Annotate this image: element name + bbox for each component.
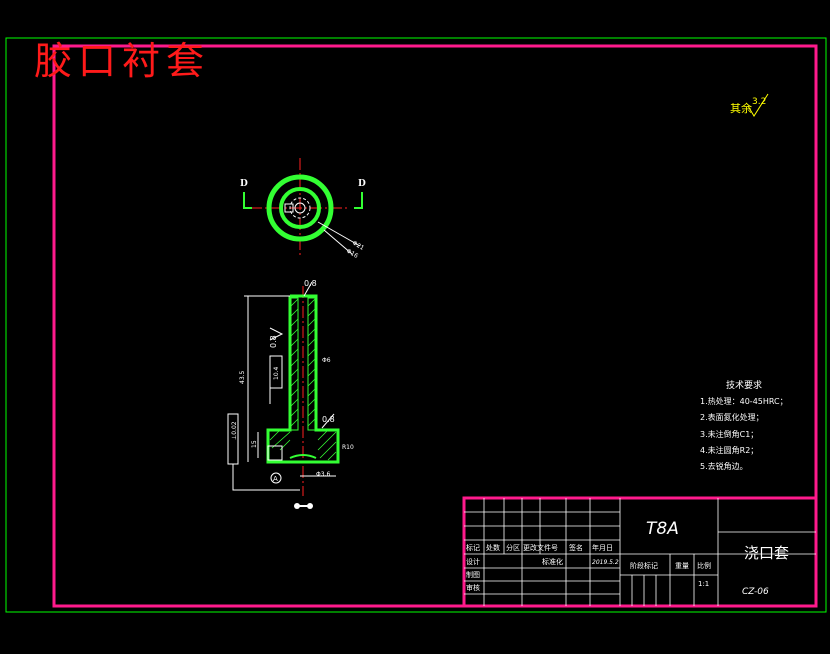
tb-label-standard: 标准化 [542, 557, 563, 566]
title-block-frame [462, 496, 818, 608]
tech-item-5: 5.去锐角边。 [700, 461, 748, 471]
leader-od-top [303, 281, 313, 297]
top-view: D D Φ21 Φ16 [240, 158, 366, 260]
dia-mid-text: Φ6 [322, 357, 331, 364]
slot-box [269, 355, 283, 389]
ra-top-text: 0.8 [304, 279, 317, 288]
tech-item-3: 3.未注倒角C1； [700, 429, 758, 439]
tb-label-mark: 标记 [466, 543, 480, 552]
section-label-left: D [240, 179, 248, 189]
tb-label-change-doc: 更改文件号 [523, 543, 558, 552]
outer-border [5, 37, 827, 613]
tb-material: T8A [646, 519, 679, 539]
flange-slot [267, 445, 283, 461]
circle-dim-2: Φ16 [345, 248, 359, 260]
title-grid-left [464, 498, 621, 606]
hatch-lines [269, 298, 337, 461]
dim-h-text: 15 [251, 440, 258, 448]
circle-inner-dashed [289, 197, 311, 219]
tech-item-4: 4.未注圆角R2； [700, 445, 758, 455]
tb-label-design: 设计 [466, 557, 480, 566]
key-slot [284, 203, 294, 213]
tb-date: 2019.5.2 [592, 559, 619, 566]
datum-marker-dot-r [307, 503, 313, 509]
roughness-note: 其余 [730, 101, 752, 115]
tb-label-weight: 重量 [675, 562, 689, 570]
tb-label-review: 审核 [466, 583, 480, 592]
tech-heading: 技术要求 [726, 379, 762, 391]
datum-circle [270, 472, 282, 484]
tb-label-stage-mark: 阶段标记 [630, 561, 658, 570]
wall-left-hatch [290, 297, 299, 431]
title-grid-right [620, 498, 816, 606]
tech-item-2: 2.表面氮化处理； [700, 412, 764, 422]
section-arrow-left [243, 192, 252, 209]
ra-mid-text: 0.8 [322, 415, 335, 424]
dia-leader-1 [317, 221, 361, 247]
tb-part-name: 浇口套 [744, 544, 789, 562]
tb-label-ratio: 比例 [697, 561, 711, 570]
ra-side-symbol [269, 327, 284, 341]
tb-label-count: 处数 [486, 543, 500, 552]
section-arrow-right [354, 192, 363, 209]
title-block: 标记 处数 分区 更改文件号 签名 年月日 设计 标准化 2019.5.2 制图… [462, 496, 818, 608]
tb-label-zone: 分区 [506, 543, 520, 552]
inner-border [52, 44, 818, 608]
tb-label-sign: 签名 [569, 543, 583, 552]
section-label-right: D [358, 179, 366, 189]
tb-scale: 1:1 [698, 580, 709, 588]
section-view: 43.5 10.4 0.8 0.8 0.8 Φ6 R10 Φ3.6 15 ⊥0.… [227, 279, 354, 509]
flange-notch [289, 454, 317, 459]
roughness-symbol [747, 93, 769, 117]
circle-bore [294, 202, 306, 214]
datum-marker-dot-l [294, 503, 300, 509]
roughness-value: 3.2 [752, 97, 766, 107]
dia-leader-2 [323, 229, 353, 255]
tech-requirements: 技术要求 1.热处理：40-45HRC； 2.表面氮化处理； 3.未注倒角C1；… [700, 379, 788, 471]
tb-drawing-no: CZ-06 [742, 587, 769, 597]
perp-leader [232, 464, 300, 491]
datum-label: A [273, 475, 278, 483]
dim-len-text: 43.5 [239, 370, 246, 384]
dim-slot-text: 10.4 [273, 366, 280, 380]
tb-label-drafting: 制图 [466, 570, 480, 579]
tb-label-ymd: 年月日 [592, 543, 613, 552]
tech-item-1: 1.热处理：40-45HRC； [700, 396, 788, 406]
wall-right-hatch [307, 297, 316, 431]
dia-small-text: Φ3.6 [316, 471, 330, 478]
circle-outer [266, 174, 334, 242]
ra-side-text: 0.8 [269, 335, 278, 348]
circle-mid [279, 187, 321, 229]
perp-text: ⊥0.02 [231, 421, 238, 440]
drawing-title: 胶口衬套 [34, 39, 210, 83]
tube-outline [266, 294, 340, 464]
leader-od-mid [321, 413, 335, 429]
flange-r-text: R10 [342, 444, 354, 451]
